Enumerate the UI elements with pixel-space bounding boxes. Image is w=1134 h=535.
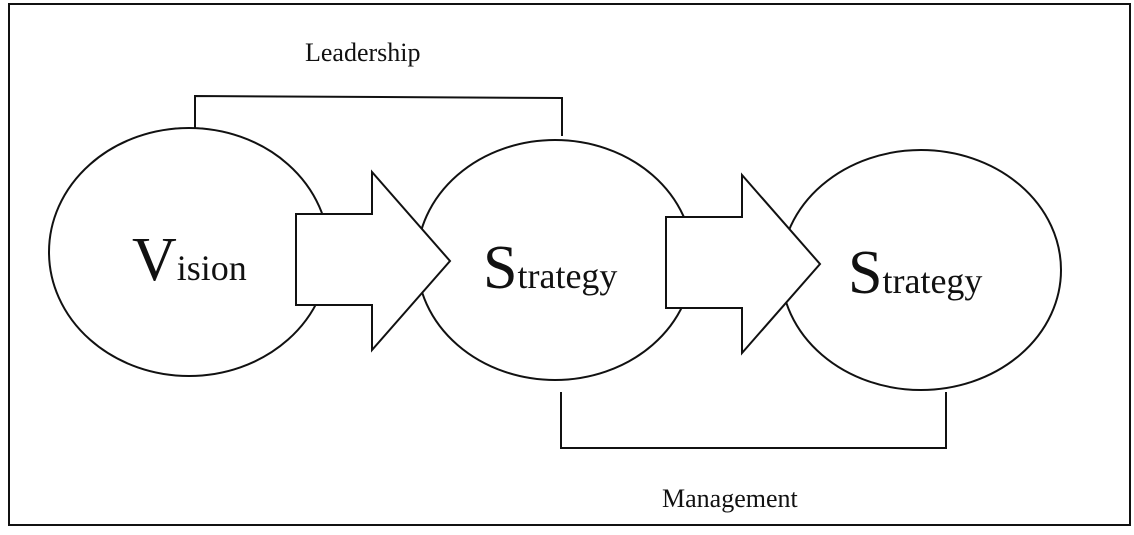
node-label-strategy-2: Strategy bbox=[848, 239, 982, 307]
node-initial: S bbox=[848, 239, 882, 307]
arrow-vision-to-strategy bbox=[295, 169, 452, 353]
leadership-bracket bbox=[194, 94, 563, 136]
node-initial: V bbox=[132, 226, 177, 294]
node-label-vision: Vision bbox=[132, 226, 247, 294]
node-rest: trategy bbox=[882, 261, 982, 301]
arrow-strategy-to-strategy bbox=[665, 172, 822, 356]
node-rest: ision bbox=[177, 248, 247, 288]
management-label: Management bbox=[662, 484, 799, 513]
node-rest: trategy bbox=[517, 256, 617, 296]
management-bracket bbox=[560, 392, 947, 449]
leadership-label: Leadership bbox=[305, 38, 421, 67]
node-initial: S bbox=[483, 234, 517, 302]
node-label-strategy-1: Strategy bbox=[483, 234, 617, 302]
